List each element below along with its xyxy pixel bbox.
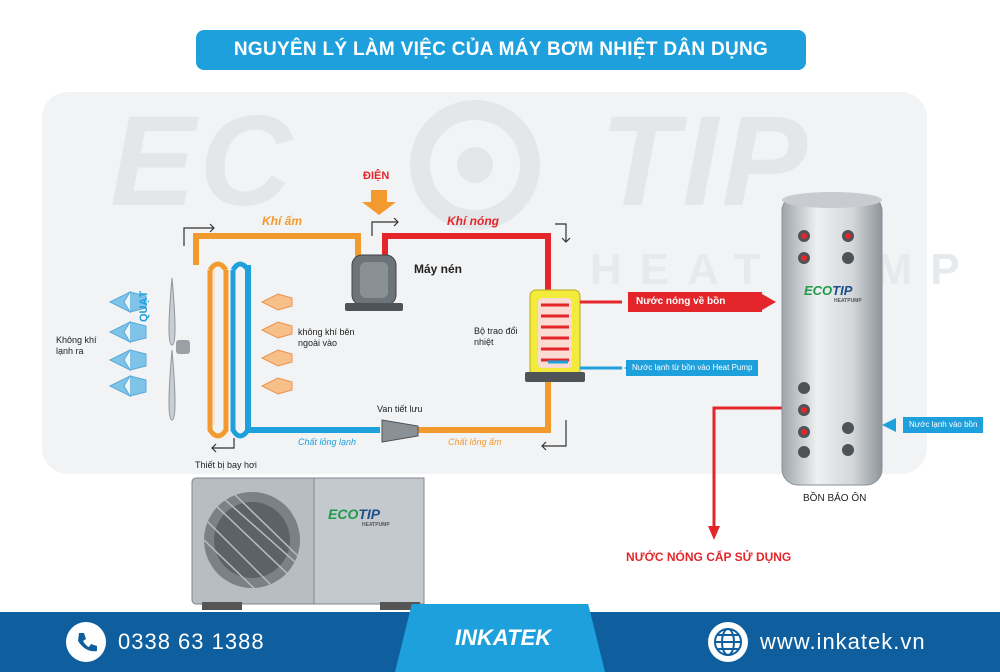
- hot-gas-pipe: [382, 233, 551, 290]
- label-expansion-valve: Van tiết lưu: [377, 404, 423, 414]
- unit-logo-tip: TIP: [358, 506, 381, 522]
- evaporator-coil: [207, 261, 251, 439]
- label-hot-gas: Khí nóng: [447, 214, 499, 228]
- label-warm-liquid: Chất lỏng ấm: [448, 437, 502, 447]
- label-cold-air-out: Không khí lạnh ra: [56, 335, 97, 356]
- warm-gas-pipe: [193, 233, 361, 265]
- label-outside-air-in: không khí bên ngoài vào: [298, 327, 355, 348]
- footer-brand-tab: [395, 604, 605, 672]
- label-cold-liquid: Chất lỏng lạnh: [298, 437, 357, 447]
- footer-website[interactable]: www.inkatek.vn: [760, 629, 926, 654]
- label-warm-gas: Khí ấm: [262, 214, 303, 228]
- footer-phone[interactable]: 0338 63 1388: [118, 629, 265, 654]
- warm-liquid-pipe: [418, 380, 551, 433]
- storage-tank-icon: [781, 192, 883, 486]
- watermark-logo-tip: TIP: [600, 90, 812, 233]
- label-compressor: Máy nén: [414, 262, 463, 276]
- label-evaporator: Thiết bị bay hơi: [195, 460, 257, 470]
- tank-logo-sub: HEATPUMP: [834, 298, 862, 304]
- fan-icon: [168, 277, 190, 421]
- label-fan: QUẠT: [138, 290, 150, 322]
- tank-logo-eco: ECO: [804, 283, 833, 298]
- cold-air-arrows: [108, 290, 147, 398]
- unit-logo-eco: ECO: [328, 506, 359, 522]
- expansion-valve-icon: [381, 419, 419, 443]
- label-heat-exchanger: Bộ trao đổi nhiệt: [474, 326, 518, 347]
- page-title: NGUYÊN LÝ LÀM VIỆC CỦA MÁY BƠM NHIỆT DÂN…: [196, 30, 806, 70]
- heat-exchanger-icon: [525, 289, 622, 382]
- unit-logo-sub: HEATPUMP: [362, 522, 390, 528]
- flow-direction-arrows: [183, 217, 571, 453]
- watermark-swirl: [410, 100, 540, 230]
- heat-pump-unit-icon: [191, 477, 425, 610]
- tank-logo: ECOTIP HEATPUMP: [804, 283, 862, 304]
- unit-logo: ECOTIP HEATPUMP: [328, 506, 390, 528]
- footer-brand: INKATEK: [455, 625, 552, 650]
- watermark-logo: EC: [110, 90, 296, 233]
- power-arrow-icon: [362, 190, 396, 215]
- warm-air-arrows: [260, 293, 293, 395]
- hot-water-supply-pipe: [712, 406, 784, 530]
- label-hot-water-to-tank: Nước nóng về bồn: [628, 292, 762, 312]
- circuit-diagram: [108, 190, 896, 610]
- compressor-icon: [345, 254, 403, 311]
- label-electricity: ĐIỆN: [363, 170, 390, 182]
- label-storage-tank: BỒN BẢO ÔN: [803, 493, 867, 504]
- phone-icon[interactable]: [66, 622, 106, 662]
- label-cold-water-from-tank: Nước lạnh từ bồn vào Heat Pump: [626, 360, 759, 376]
- tank-logo-tip: TIP: [832, 283, 853, 298]
- cold-water-in-arrow-icon: [882, 418, 896, 432]
- hot-water-arrow-icon: [762, 294, 776, 310]
- label-cold-water-in: Nước lạnh vào bồn: [903, 417, 984, 433]
- label-hot-water-supply: NƯỚC NÓNG CẤP SỬ DỤNG: [626, 550, 792, 564]
- watermark-heatpump: HEATPUMP: [590, 245, 978, 295]
- globe-icon[interactable]: [708, 622, 748, 662]
